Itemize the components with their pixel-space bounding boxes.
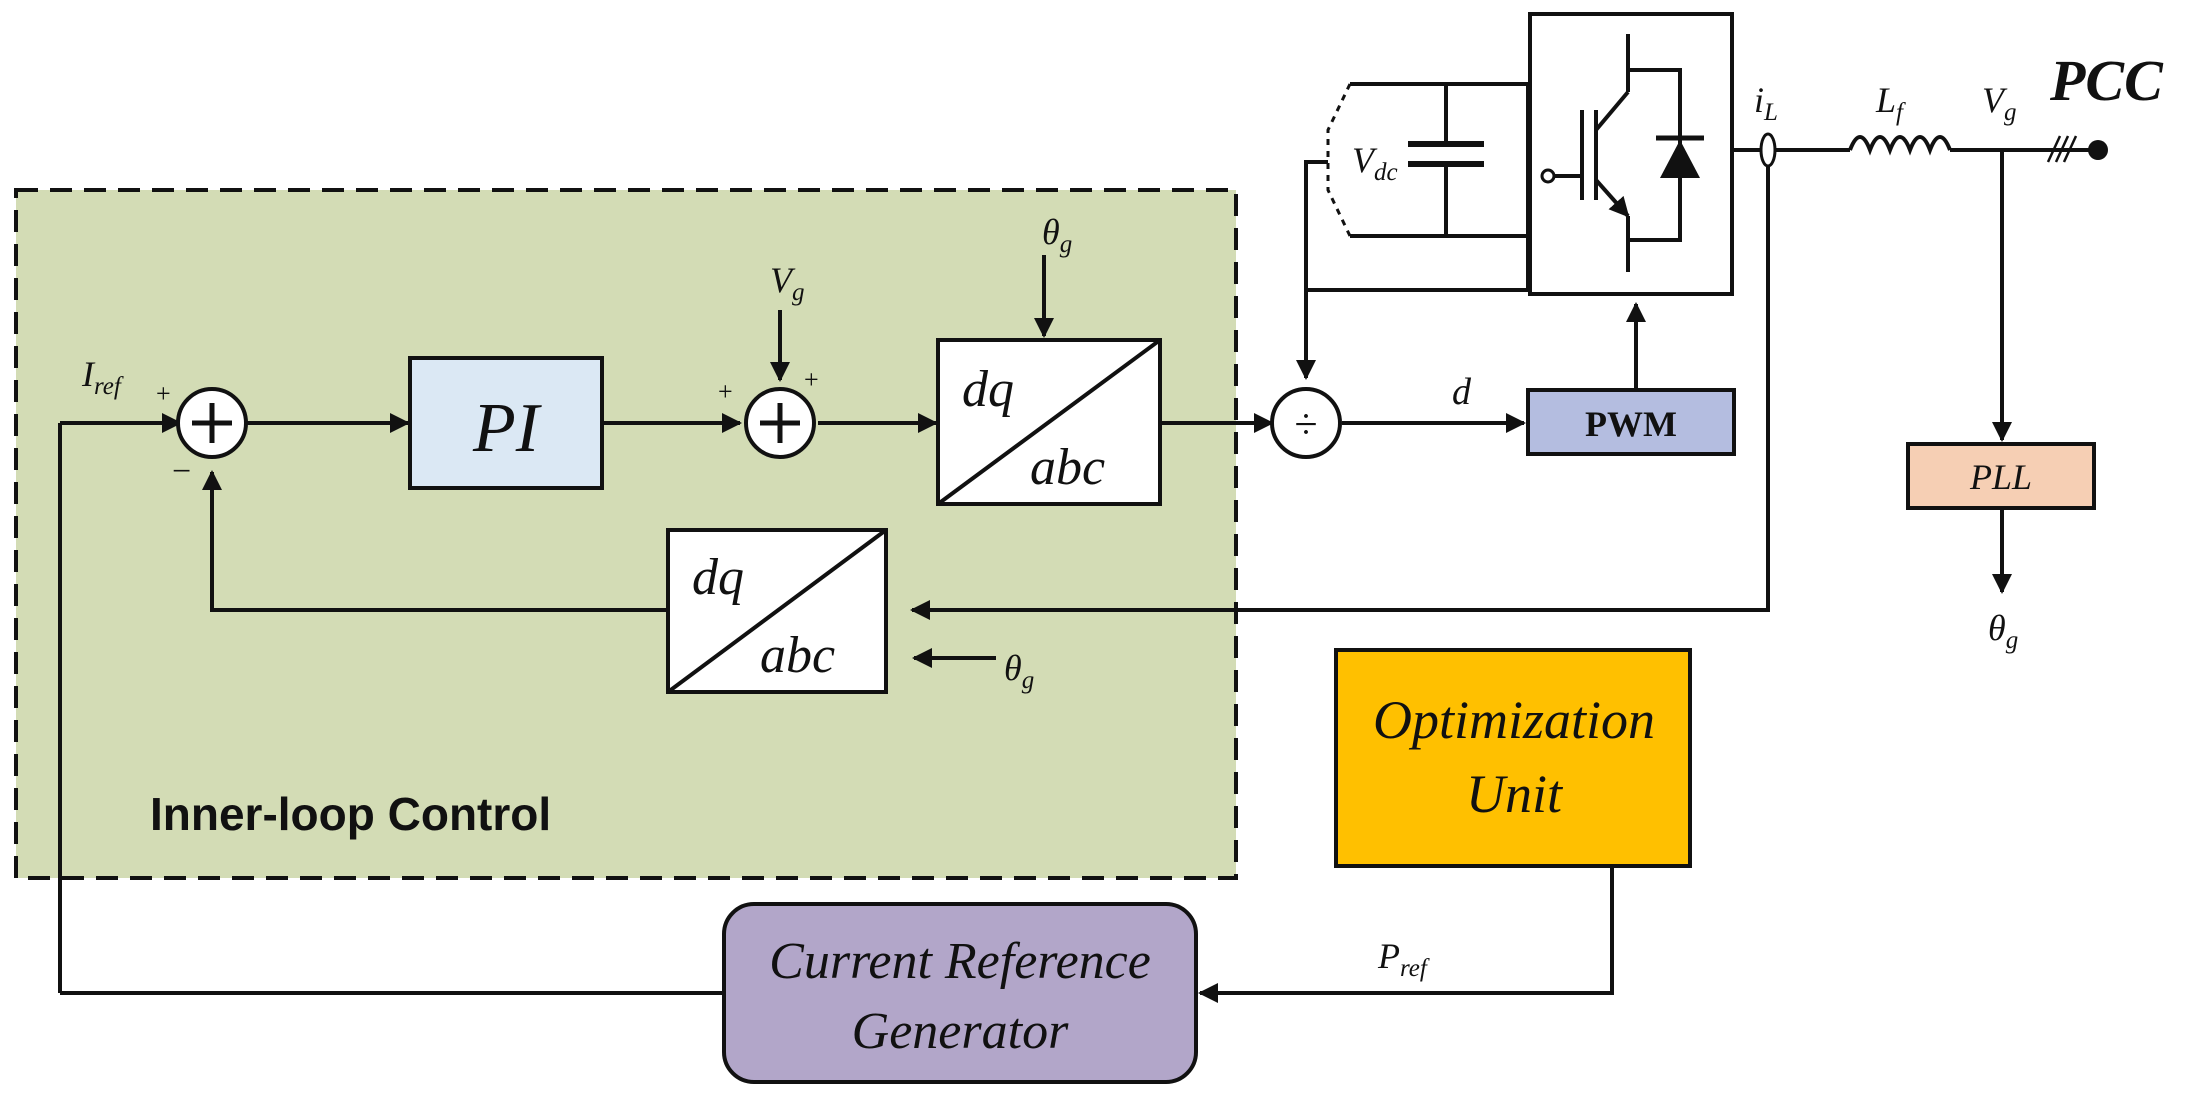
wire-il-feedback bbox=[910, 140, 1770, 620]
vg-label-top: Vg bbox=[770, 260, 805, 306]
theta-label-top: θg bbox=[1042, 212, 1072, 258]
current-sensor bbox=[1759, 132, 1777, 168]
pwm-block bbox=[1526, 388, 1736, 456]
lf-label: Lf bbox=[1875, 80, 1906, 126]
three-phase-tick bbox=[2054, 135, 2070, 163]
sum1-plus-sign: + bbox=[156, 379, 171, 408]
wire-vdc-to-div bbox=[1296, 160, 1328, 380]
dq-abc-diagonal bbox=[666, 528, 888, 694]
igbt-gate-node bbox=[1540, 168, 1556, 184]
sum1-minus-sign: − bbox=[172, 453, 191, 490]
theta-label-pll: θg bbox=[1988, 608, 2018, 654]
igbt-collector bbox=[1594, 90, 1630, 132]
wire-vdc-bus bbox=[1306, 84, 1530, 292]
igbt-emitter bbox=[1594, 178, 1630, 218]
wire-feedback-to-sum bbox=[202, 470, 666, 612]
three-phase-tick bbox=[2046, 135, 2062, 163]
il-label: iL bbox=[1754, 80, 1778, 126]
optimization-label-line1: Optimization bbox=[1373, 690, 1655, 750]
three-phase-tick bbox=[2062, 135, 2078, 163]
iref-label: Iref bbox=[81, 354, 124, 400]
sum2-plus-left: + bbox=[718, 377, 733, 406]
optimization-label-line2: Unit bbox=[1466, 764, 1564, 824]
current-ref-label-line1: Current Reference bbox=[769, 933, 1151, 990]
dq-label: dq bbox=[962, 361, 1014, 418]
pll-block bbox=[1906, 442, 2096, 510]
current-reference-generator-block bbox=[722, 902, 1198, 1084]
abc-label: abc bbox=[1030, 439, 1105, 496]
divider-junction bbox=[1270, 387, 1342, 459]
pcc-node bbox=[2088, 140, 2108, 160]
dq-label: dq bbox=[692, 549, 744, 606]
current-ref-label-line2: Generator bbox=[852, 1003, 1069, 1060]
pwm-label: PWM bbox=[1585, 404, 1677, 444]
pll-label: PLL bbox=[1969, 457, 2032, 497]
divide-symbol: ÷ bbox=[1294, 402, 1317, 448]
vg-label-ac: Vg bbox=[1982, 80, 2017, 126]
vdc-label: Vdc bbox=[1352, 140, 1398, 186]
converter-block bbox=[1528, 12, 1734, 296]
inner-loop-label: Inner-loop Control bbox=[150, 788, 551, 840]
pi-label: PI bbox=[472, 390, 543, 467]
theta-label-bottom: θg bbox=[1004, 648, 1034, 694]
diode-triangle bbox=[1660, 140, 1700, 178]
pi-block bbox=[408, 356, 604, 490]
duty-label: d bbox=[1452, 371, 1472, 413]
wire-pref bbox=[1198, 866, 1614, 1003]
sum2-plus-top: + bbox=[804, 365, 819, 394]
inner-loop-region bbox=[14, 188, 1238, 880]
optimization-unit-block bbox=[1334, 648, 1692, 868]
filter-inductor bbox=[1848, 135, 1952, 156]
abc-label: abc bbox=[760, 627, 835, 684]
pref-label: Pref bbox=[1377, 936, 1430, 982]
dq-abc-diagonal bbox=[936, 338, 1162, 506]
pcc-label: PCC bbox=[2049, 48, 2164, 113]
dc-source-bracket bbox=[1326, 83, 1352, 237]
